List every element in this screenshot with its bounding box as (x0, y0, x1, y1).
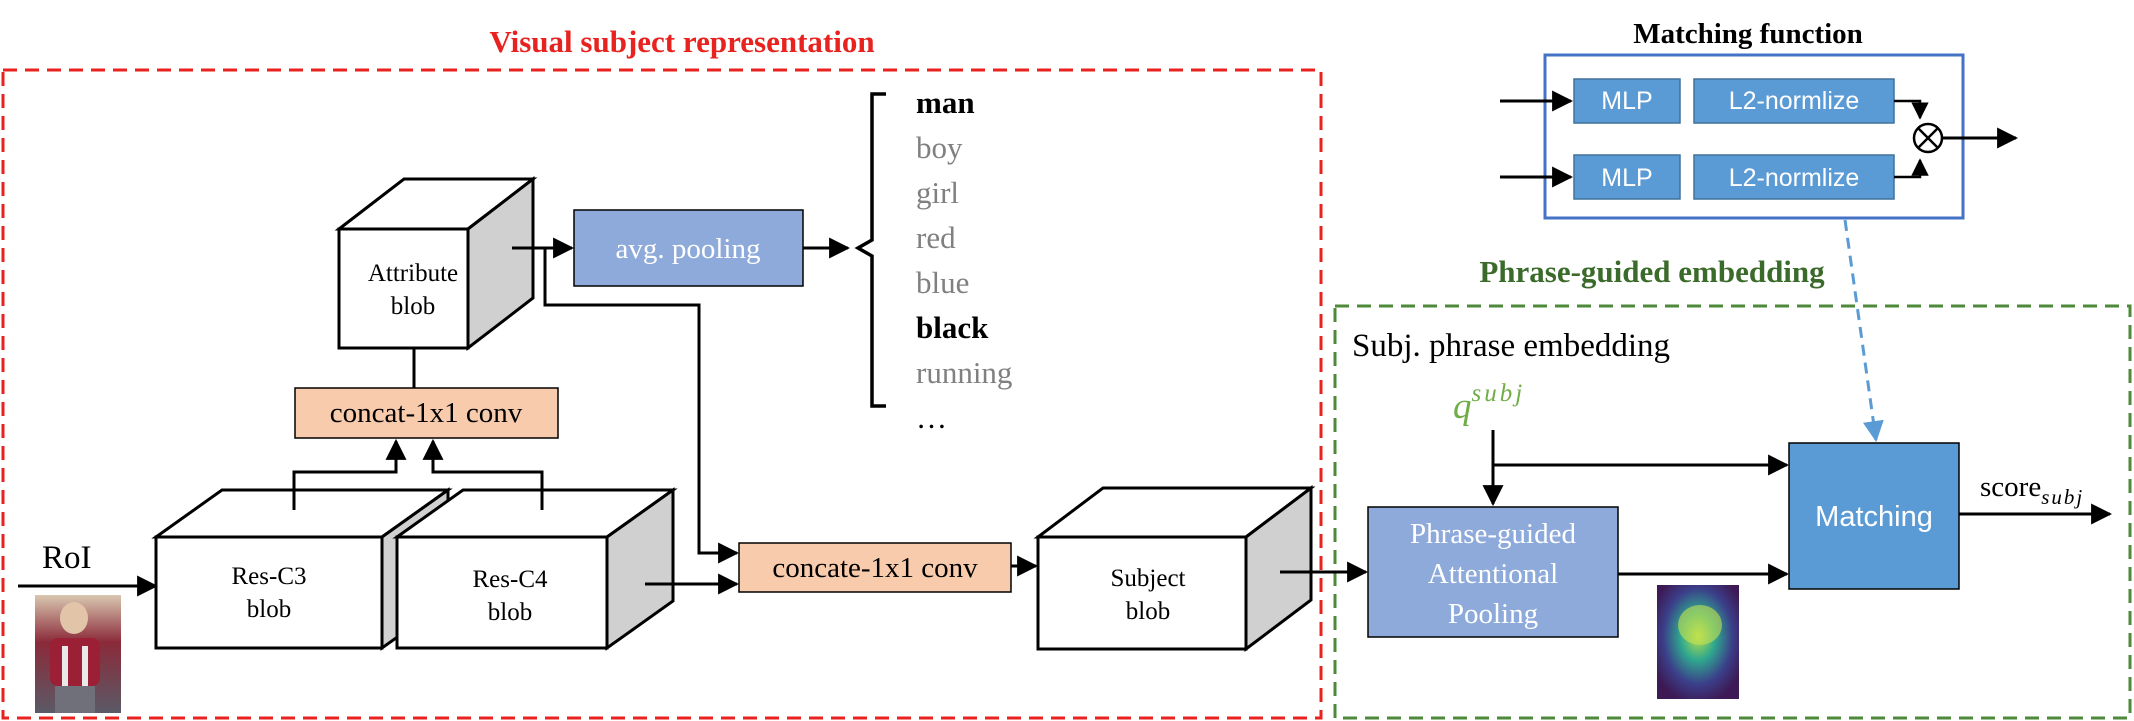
attribute-word: black (916, 310, 989, 345)
matching-fn-title: Matching function (1633, 18, 1863, 50)
subject-blob: Subject blob (1033, 484, 1316, 653)
phrase-section-title: Phrase-guided embedding (1479, 254, 1825, 289)
l2norm-label-2: L2-normlize (1729, 164, 1860, 192)
phrase-pool-label-2: Attentional (1428, 558, 1558, 590)
res-c3-label-1: Res-C3 (232, 563, 307, 590)
concate-mid-box (738, 542, 1012, 593)
attribute-word: … (916, 400, 947, 435)
attribute-to-concate-arrow (543, 248, 740, 564)
attribute-label-1: Attribute (368, 260, 458, 287)
norm1-to-mult-arrow (1894, 99, 1929, 120)
score-subj-label: scoresubj (1980, 471, 2084, 509)
score-base: score (1980, 471, 2041, 503)
concat-top-box (294, 387, 559, 439)
matching-fn-link-arrow (1843, 219, 1884, 443)
res-c4-label-1: Res-C4 (473, 566, 549, 593)
phrase-pool-label-3: Pooling (1448, 598, 1538, 630)
phrase-embedding-label: Subj. phrase embedding (1352, 328, 1670, 364)
res-c3-label-2: blob (247, 596, 291, 623)
phrase-pool-label-1: Phrase-guided (1410, 518, 1576, 550)
attribute-blob: Attribute blob (334, 175, 538, 352)
concate-mid-label: concate-1x1 conv (772, 552, 978, 584)
attribute-list-brace (854, 92, 886, 408)
res-c3-to-concat-arrow (292, 438, 407, 510)
visual-section-title: Visual subject representation (489, 24, 874, 59)
attention-heatmap-image (1657, 585, 1739, 699)
roi-label: RoI (42, 540, 92, 576)
avg-pooling-label: avg. pooling (616, 233, 761, 265)
attribute-word: man (916, 85, 975, 120)
visual-subject-region (1, 68, 1323, 720)
attribute-word: blue (916, 265, 969, 300)
mlp-label-1: MLP (1601, 87, 1652, 115)
attribute-word-list: man boy girl red blue black running … (916, 85, 1012, 435)
q-symbol: q (1453, 386, 1472, 427)
phrase-pool-box (1367, 506, 1619, 638)
norm2-to-mult-arrow (1894, 158, 1929, 179)
matching-label: Matching (1815, 501, 1933, 533)
multiply-cross-b (1917, 127, 1939, 149)
matching-box (1788, 442, 1960, 590)
mlp-label-2: MLP (1601, 164, 1652, 192)
mlp-box-2 (1573, 154, 1681, 200)
attribute-word: boy (916, 130, 963, 165)
roi-image (35, 595, 121, 713)
attribute-word: running (916, 355, 1012, 390)
l2norm-box-2 (1693, 154, 1895, 200)
res-c4-label-2: blob (488, 599, 532, 626)
res-c4-to-concat-arrow (422, 438, 544, 510)
attribute-word: girl (916, 175, 959, 210)
concat-top-label: concat-1x1 conv (330, 397, 523, 429)
q-subj-symbol: qsubj (1453, 380, 1525, 427)
score-subscript: subj (2041, 485, 2084, 509)
subject-label-1: Subject (1111, 565, 1186, 592)
q-superscript: subj (1472, 380, 1526, 407)
mlp-box-1 (1573, 78, 1681, 124)
l2norm-label-1: L2-normlize (1729, 87, 1860, 115)
res-c4-blob: Res-C4 blob (392, 487, 678, 651)
attribute-word: red (916, 220, 956, 255)
attribute-label-2: blob (391, 293, 435, 320)
phrase-embedding-region (1333, 304, 2132, 720)
subject-label-2: blob (1126, 598, 1170, 625)
